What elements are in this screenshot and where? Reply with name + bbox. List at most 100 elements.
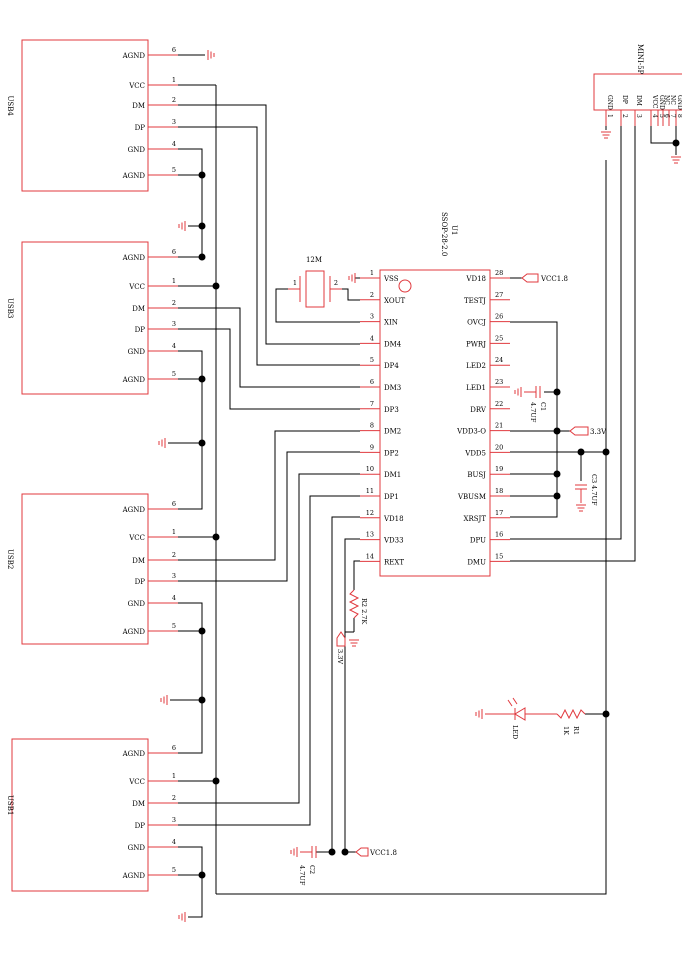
usb-connector-3 (21, 241, 149, 395)
mini5p-connector (593, 73, 682, 111)
junction-dot (553, 470, 561, 478)
junction-dot (198, 439, 206, 447)
ic-pin-label: DMU (467, 558, 486, 566)
pin-label: DP (135, 578, 146, 586)
ic-ref: U1 (450, 225, 458, 235)
resistor-r1 (556, 708, 586, 720)
pin-label: DM (132, 305, 145, 313)
pin-label: GND (128, 146, 146, 154)
pin-number: 3 (172, 816, 176, 824)
pin-number: 1 (172, 772, 176, 780)
ic-pin-number: 18 (495, 487, 503, 495)
net-label-vcc18-top: VCC1.8 (540, 275, 568, 283)
junction-dot (577, 448, 585, 456)
junction-dot (672, 139, 680, 147)
wire (178, 350, 203, 510)
pin-label: AGND (122, 172, 146, 180)
junction-dot (198, 696, 206, 704)
ic-pin-label: DPU (470, 537, 486, 545)
usb-name: USB4 (6, 96, 14, 117)
pin-label: VCC (128, 283, 145, 291)
pin-label: GND (128, 844, 146, 852)
ic-pin-label: BUSJ (467, 471, 486, 479)
resistor-r2-label: R2 2.7K (360, 598, 368, 624)
ic-pin-number: 17 (495, 509, 503, 517)
pin-number: 3 (172, 320, 176, 328)
crystal-pin-number: 2 (334, 279, 338, 287)
components (11, 39, 682, 922)
pin-label: AGND (122, 254, 146, 262)
junction-dot (602, 448, 610, 456)
cap-c3-label: C3 4.7UF (590, 474, 598, 506)
ic-pin-number: 19 (495, 465, 503, 473)
ic-pin-label: XOUT (384, 297, 405, 305)
resistor-r1-ref: R1 (572, 726, 580, 735)
pin-label: DM (132, 102, 145, 110)
net-flag (355, 847, 369, 857)
pin-label: DM (132, 800, 145, 808)
ic-pin-number: 22 (495, 400, 503, 408)
ic-pin-number: 3 (370, 313, 374, 321)
wire (178, 126, 360, 366)
led-symbol (514, 707, 526, 721)
pin-number: 5 (172, 866, 176, 874)
ic-pin-label: PWRJ (466, 340, 486, 348)
pin-label: AGND (122, 628, 146, 636)
junction-dot (553, 492, 561, 500)
wires (168, 54, 677, 918)
ic-pin-label: VDD5 (464, 449, 486, 457)
wire (178, 451, 360, 582)
junction-dot (198, 222, 206, 230)
pin-number: 4 (172, 594, 176, 602)
wire (178, 328, 360, 410)
net-flag (569, 426, 589, 436)
pin-number: 3 (172, 118, 176, 126)
ic-pin-label: DM1 (384, 471, 401, 479)
usb-name: USB1 (6, 795, 14, 815)
pin-label: GND (128, 600, 146, 608)
ic-pin-label: DP2 (384, 449, 399, 457)
mini5p-pin-label: GND (676, 95, 682, 110)
ic-pin-number: 11 (366, 487, 374, 495)
pin-label: VCC (128, 534, 145, 542)
led-arrow (507, 699, 513, 707)
junction-dot (212, 282, 220, 290)
ic-pin1-marker (398, 279, 412, 293)
ic-pin-label: DRV (470, 406, 487, 414)
pin-number: 4 (172, 838, 176, 846)
mini5p-pin-label: NC (669, 95, 676, 105)
mini5p-pin-label: GND (606, 95, 613, 110)
pin-label: AGND (122, 750, 146, 758)
wire (353, 560, 360, 590)
mini5p-pin-label: GND (658, 95, 665, 110)
ic-pin-number: 12 (366, 509, 374, 517)
pin-number: 6 (172, 744, 176, 752)
mini5p-pin-number: 4 (651, 114, 658, 118)
ic-pin-label: VD18 (383, 515, 404, 523)
junction-dot (602, 710, 610, 718)
junction-dot (198, 871, 206, 879)
mini5p-pin-number: 2 (621, 114, 628, 118)
pin-label: GND (128, 348, 146, 356)
junction-dot (553, 427, 561, 435)
pin-label: DP (135, 326, 146, 334)
wire (178, 307, 360, 388)
ic-pin-label: VD33 (383, 537, 404, 545)
cap-c2-ref: C2 (308, 865, 316, 874)
pin-number: 2 (172, 96, 176, 104)
cap-c2-value: 4.7UF (298, 865, 306, 886)
pin-number: 3 (172, 572, 176, 580)
ic-pin-number: 5 (370, 356, 374, 364)
mini5p-pin-number: 3 (635, 114, 642, 118)
ic-package: SSOP-28-2.0 (440, 212, 448, 256)
cap-c1-value: 4.7UF (529, 402, 537, 423)
usb-connector-4 (21, 39, 149, 192)
ic-pin-label: DM3 (384, 384, 401, 392)
usb-name: USB3 (6, 298, 14, 318)
ic-pin-label: DP4 (384, 362, 399, 370)
ic-pin-label: DP1 (384, 493, 399, 501)
wire (178, 846, 203, 918)
wire (344, 538, 360, 852)
crystal-value: 12M (306, 256, 322, 264)
